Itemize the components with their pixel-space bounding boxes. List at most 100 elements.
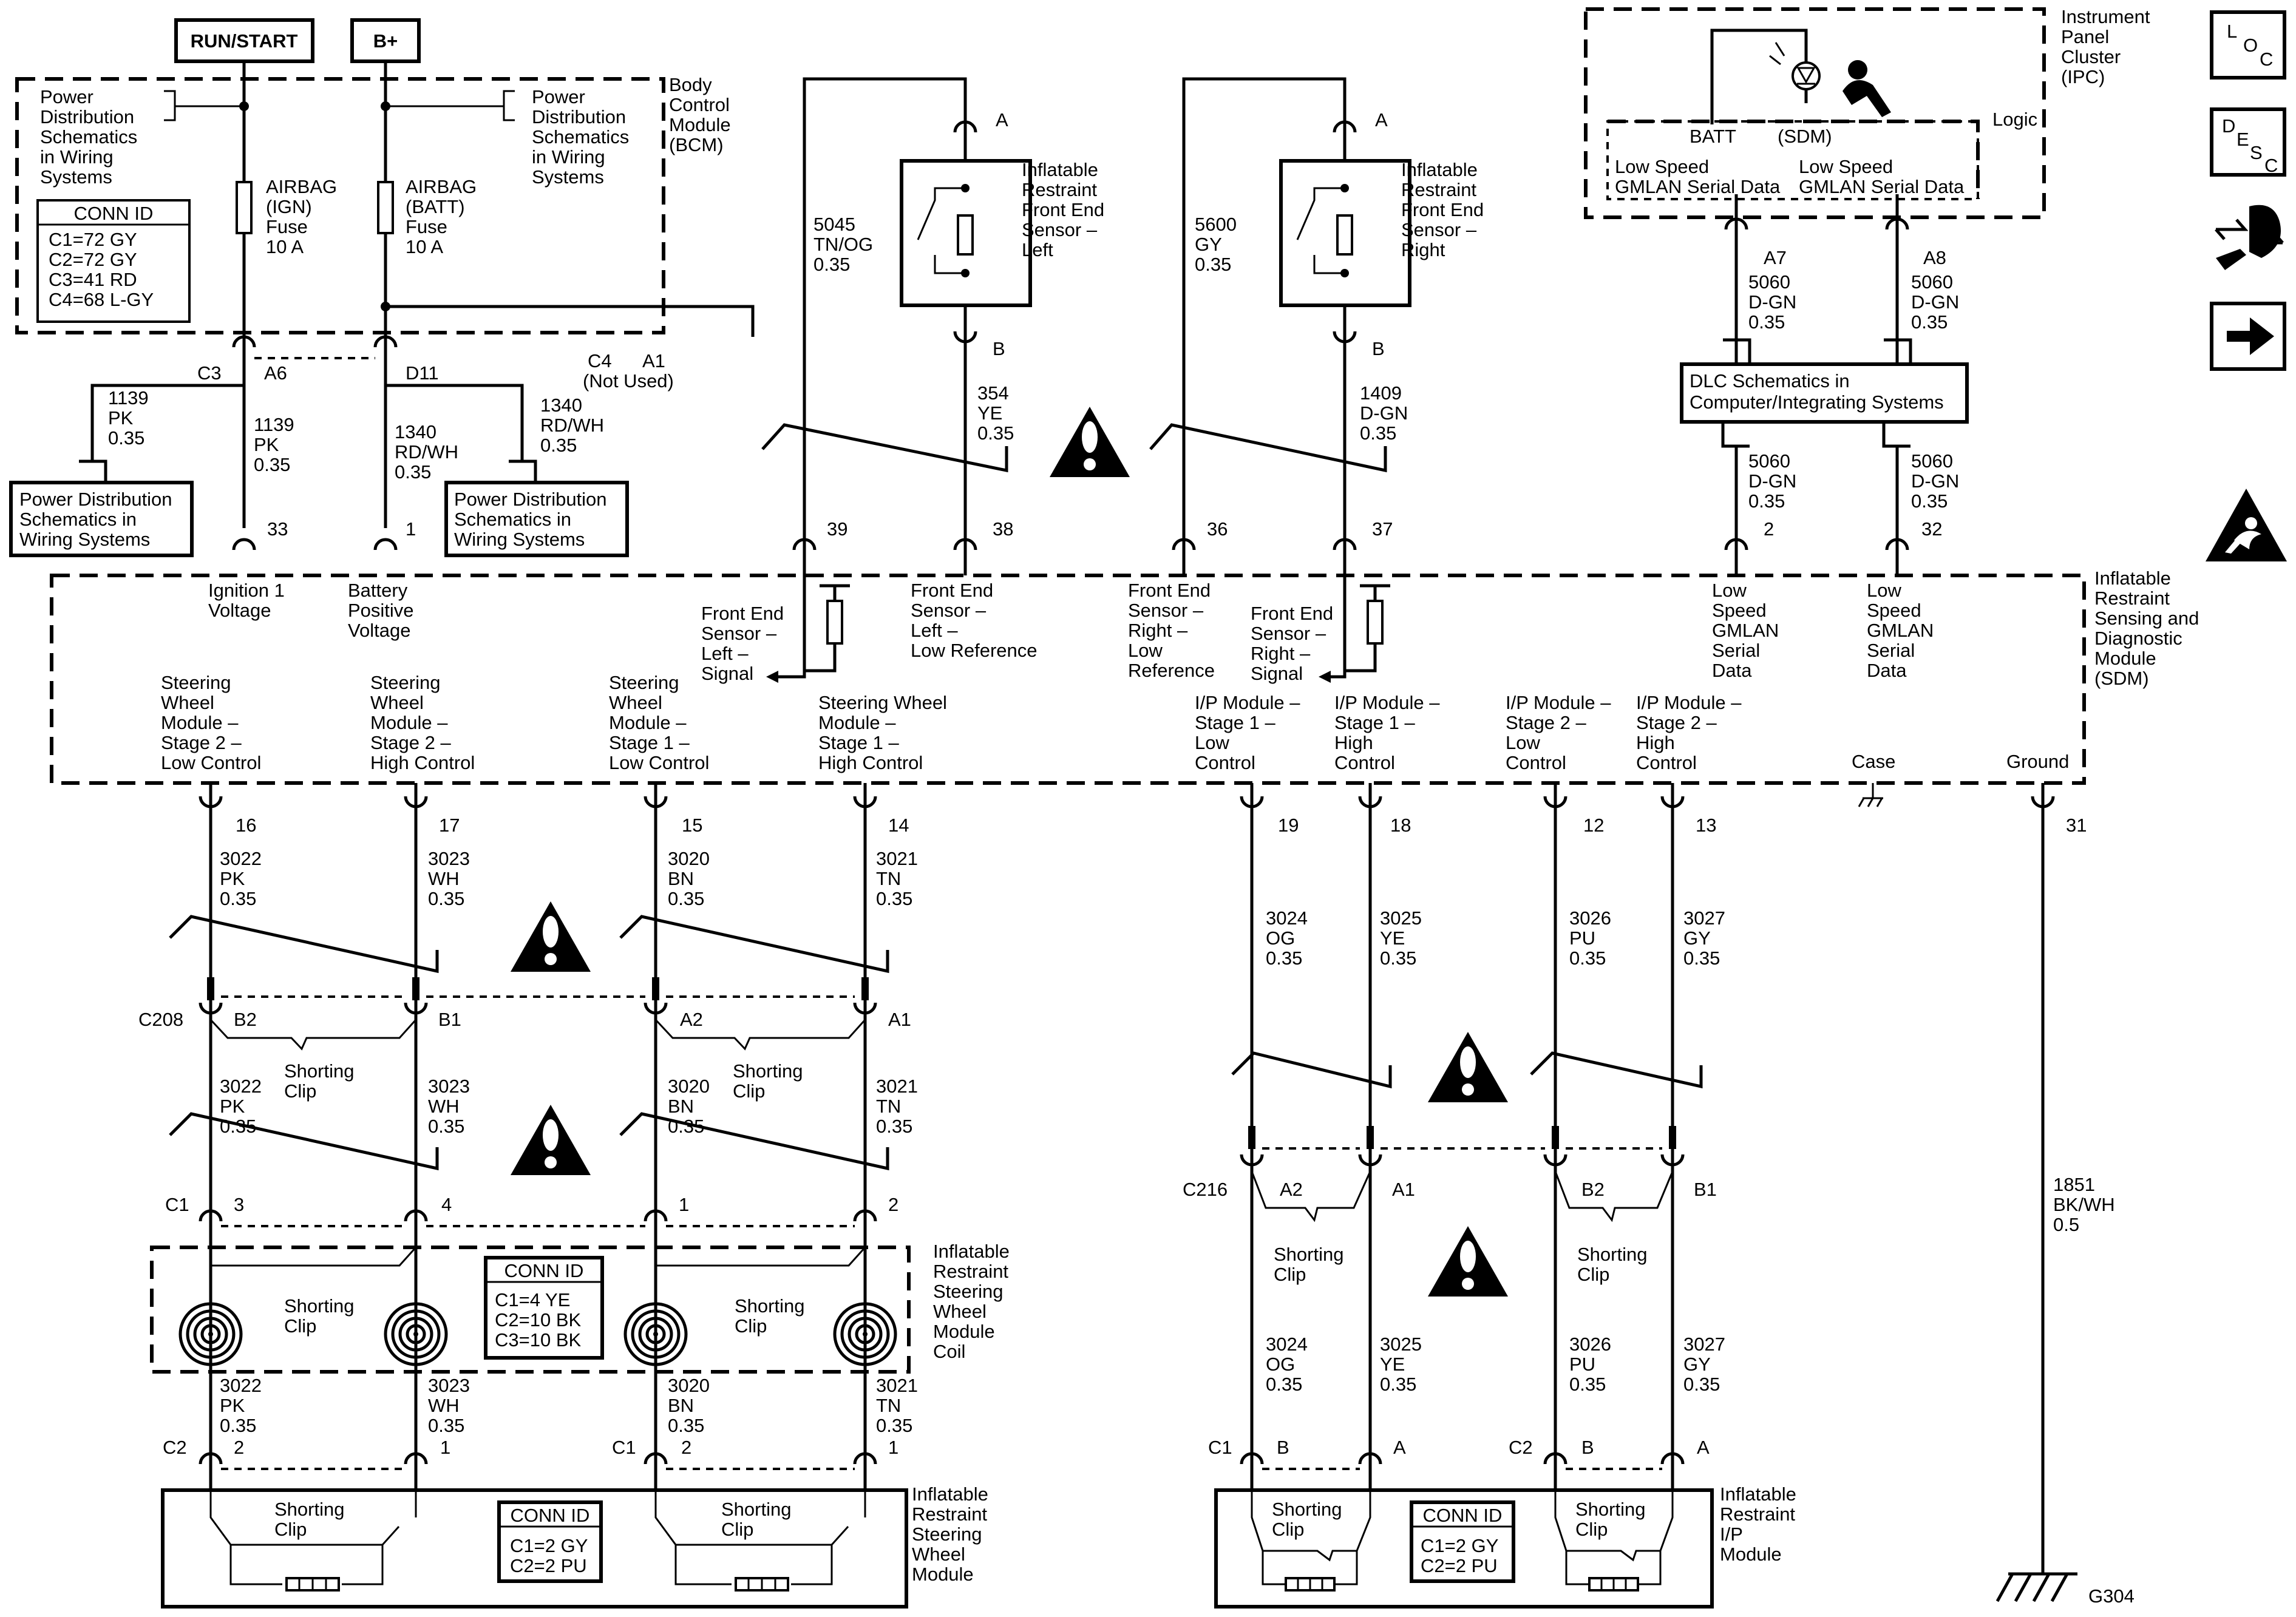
swm-c2: C2 xyxy=(163,1437,187,1458)
sdm-bottom-terminals xyxy=(199,796,2055,808)
svg-text:A: A xyxy=(1393,1437,1406,1458)
bcm-pin-a1: A1 xyxy=(642,350,665,371)
coil-conn-id-box xyxy=(484,1256,604,1360)
c216-pin-a2: A2 xyxy=(1280,1179,1303,1200)
svg-text:CONN ID: CONN ID xyxy=(1423,1505,1503,1526)
ground-icon xyxy=(1995,1572,2077,1602)
sdm-pin-19: 19 xyxy=(1278,815,1299,836)
bcm-pin-c4: C4 xyxy=(588,350,612,371)
svg-text:1: 1 xyxy=(440,1437,450,1458)
svg-text:C: C xyxy=(2264,155,2278,176)
sensor-right-pin-a: A xyxy=(1375,109,1388,131)
coil-pin-4: 4 xyxy=(441,1194,452,1215)
sdm-pin-17: 17 xyxy=(439,815,460,836)
bcm-pin-a6: A6 xyxy=(264,362,287,384)
sdm-pin-15: 15 xyxy=(682,815,702,836)
coil-c1: C1 xyxy=(165,1194,189,1215)
coil-outline xyxy=(150,1246,911,1374)
c216-shorting-clip-1 xyxy=(1251,1171,1371,1222)
loc-icon[interactable] xyxy=(2210,10,2286,80)
c216-shorting-clip-2 xyxy=(1554,1171,1674,1222)
sdm-pin-31: 31 xyxy=(2066,815,2087,836)
airbag-batt-fuse xyxy=(377,181,394,234)
case-ground-icon xyxy=(1858,783,1883,807)
c216-pin-b1: B1 xyxy=(1694,1179,1717,1200)
sdm-pin-16: 16 xyxy=(236,815,256,836)
desc-icon[interactable] xyxy=(2210,107,2286,177)
bcm-conn-id-title: CONN ID xyxy=(74,203,154,224)
svg-text:1: 1 xyxy=(888,1437,898,1458)
sdm-ground: Ground xyxy=(2006,751,2069,772)
svg-text:O: O xyxy=(2243,35,2258,56)
bcm-not-used: (Not Used) xyxy=(583,370,674,392)
swm-c1: C1 xyxy=(612,1437,636,1458)
connector-tool-icon[interactable] xyxy=(2215,205,2284,270)
svg-text:2: 2 xyxy=(681,1437,691,1458)
sdm-pin-36: 36 xyxy=(1207,518,1228,540)
sdm-pin-2: 2 xyxy=(1764,518,1774,540)
c216-pin-a1: A1 xyxy=(1392,1179,1415,1200)
c208-shorting-clip-1 xyxy=(209,1019,417,1051)
sensor-left-pin-b: B xyxy=(993,338,1005,359)
ip-wires xyxy=(1248,783,1676,1517)
c216-pin-b2: B2 xyxy=(1581,1179,1605,1200)
sensor-right-pin-b: B xyxy=(1372,338,1385,359)
sdm-pin-33: 33 xyxy=(267,518,288,540)
svg-text:S: S xyxy=(2250,142,2263,163)
c216-label: C216 xyxy=(1183,1179,1228,1200)
sensor-left-pin-a: A xyxy=(996,109,1008,131)
svg-text:C: C xyxy=(2260,49,2273,70)
coil-pin-2: 2 xyxy=(888,1194,898,1215)
ipc-logic: Logic xyxy=(1992,109,2037,130)
airbag-lamp xyxy=(1792,61,1821,90)
sdm-pin-38: 38 xyxy=(993,518,1013,540)
sdm-pin-14: 14 xyxy=(888,815,909,836)
sdm-case: Case xyxy=(1852,751,1895,772)
